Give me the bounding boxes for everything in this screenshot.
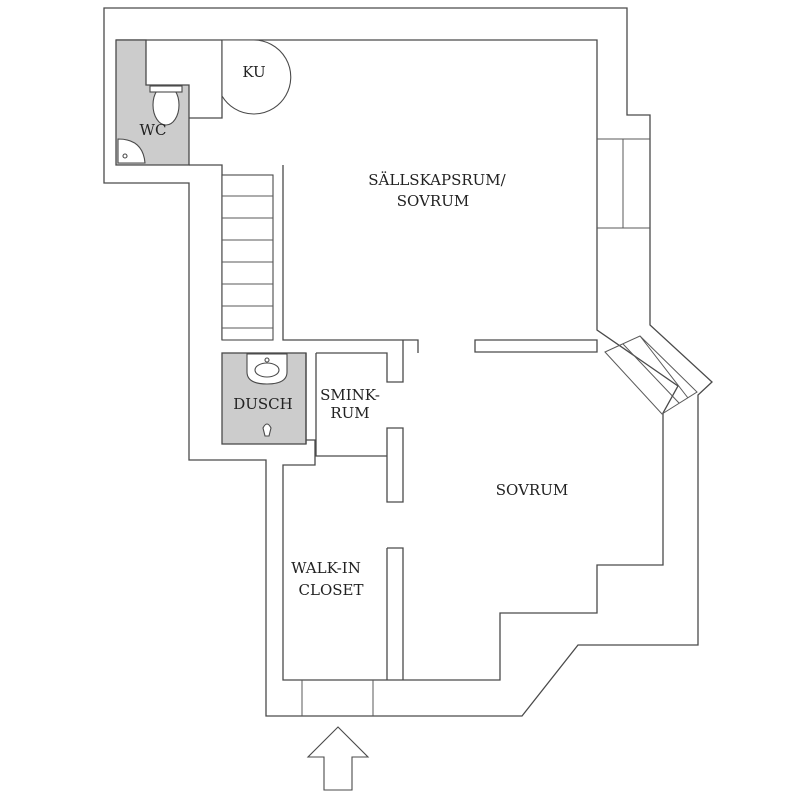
ku-room: KU — [189, 39, 292, 119]
toilet-icon — [152, 84, 180, 126]
ku-door-swing — [221, 39, 292, 115]
window-bay — [597, 138, 650, 229]
entry-door-jambs — [301, 680, 374, 716]
stair-outline — [221, 174, 274, 341]
ku-wall — [189, 40, 223, 119]
room-label-sallskapsrum-line1: SÄLLSKAPSRUM/ — [368, 171, 506, 189]
sminkrum-room: SMINK- RUM — [305, 340, 404, 503]
room-label-walkin-line2: CLOSET — [299, 581, 364, 599]
walkin-room: WALK-IN CLOSET — [291, 547, 404, 680]
sminkrum-walls — [305, 340, 404, 503]
walkin-walls — [386, 547, 404, 680]
room-label-sallskapsrum-line2: SOVRUM — [397, 192, 469, 210]
wc-room: WC — [115, 39, 190, 166]
exterior-walls — [103, 7, 713, 717]
shower-head-icon — [262, 423, 272, 437]
divider-wall — [474, 339, 598, 353]
living-room: SÄLLSKAPSRUM/ SOVRUM — [368, 171, 698, 415]
wc-floor — [115, 39, 190, 166]
faucet-icon — [264, 357, 270, 363]
room-label-ku: KU — [242, 63, 265, 81]
outer-wall-outline — [103, 7, 713, 717]
room-label-walkin-line1: WALK-IN — [291, 559, 361, 577]
entrance-arrow-icon — [306, 726, 370, 791]
room-label-dusch: DUSCH — [233, 395, 293, 413]
dusch-room: DUSCH — [221, 352, 307, 445]
corner-bay-window — [604, 335, 698, 415]
room-label-wc: WC — [140, 121, 167, 139]
room-label-sovrum: SOVRUM — [496, 481, 568, 499]
room-label-smink-line2: RUM — [330, 404, 369, 422]
toilet-tank-icon — [149, 85, 183, 93]
room-label-smink-line1: SMINK- — [320, 386, 380, 404]
sovrum-room: SOVRUM — [496, 481, 568, 499]
inner-wall-outline — [116, 39, 679, 681]
shower-drain-icon — [122, 153, 128, 159]
staircase — [189, 164, 419, 353]
sink-basin-icon — [254, 362, 280, 378]
stair-treads — [222, 195, 273, 329]
